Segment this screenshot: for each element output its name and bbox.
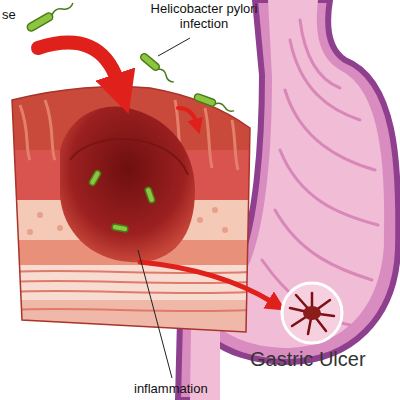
tissue-block xyxy=(0,80,260,340)
inflammation-label: inflammation xyxy=(134,382,208,397)
ulcer-title-label: Gastric Ulcer xyxy=(250,348,366,371)
cut-label: se xyxy=(2,8,16,23)
infection-label: Helicobacter pylori infection xyxy=(148,2,260,32)
red-arrows xyxy=(38,43,272,302)
bacteria xyxy=(26,0,235,232)
leader-lines xyxy=(138,38,190,378)
ulcer-spot xyxy=(282,283,342,343)
